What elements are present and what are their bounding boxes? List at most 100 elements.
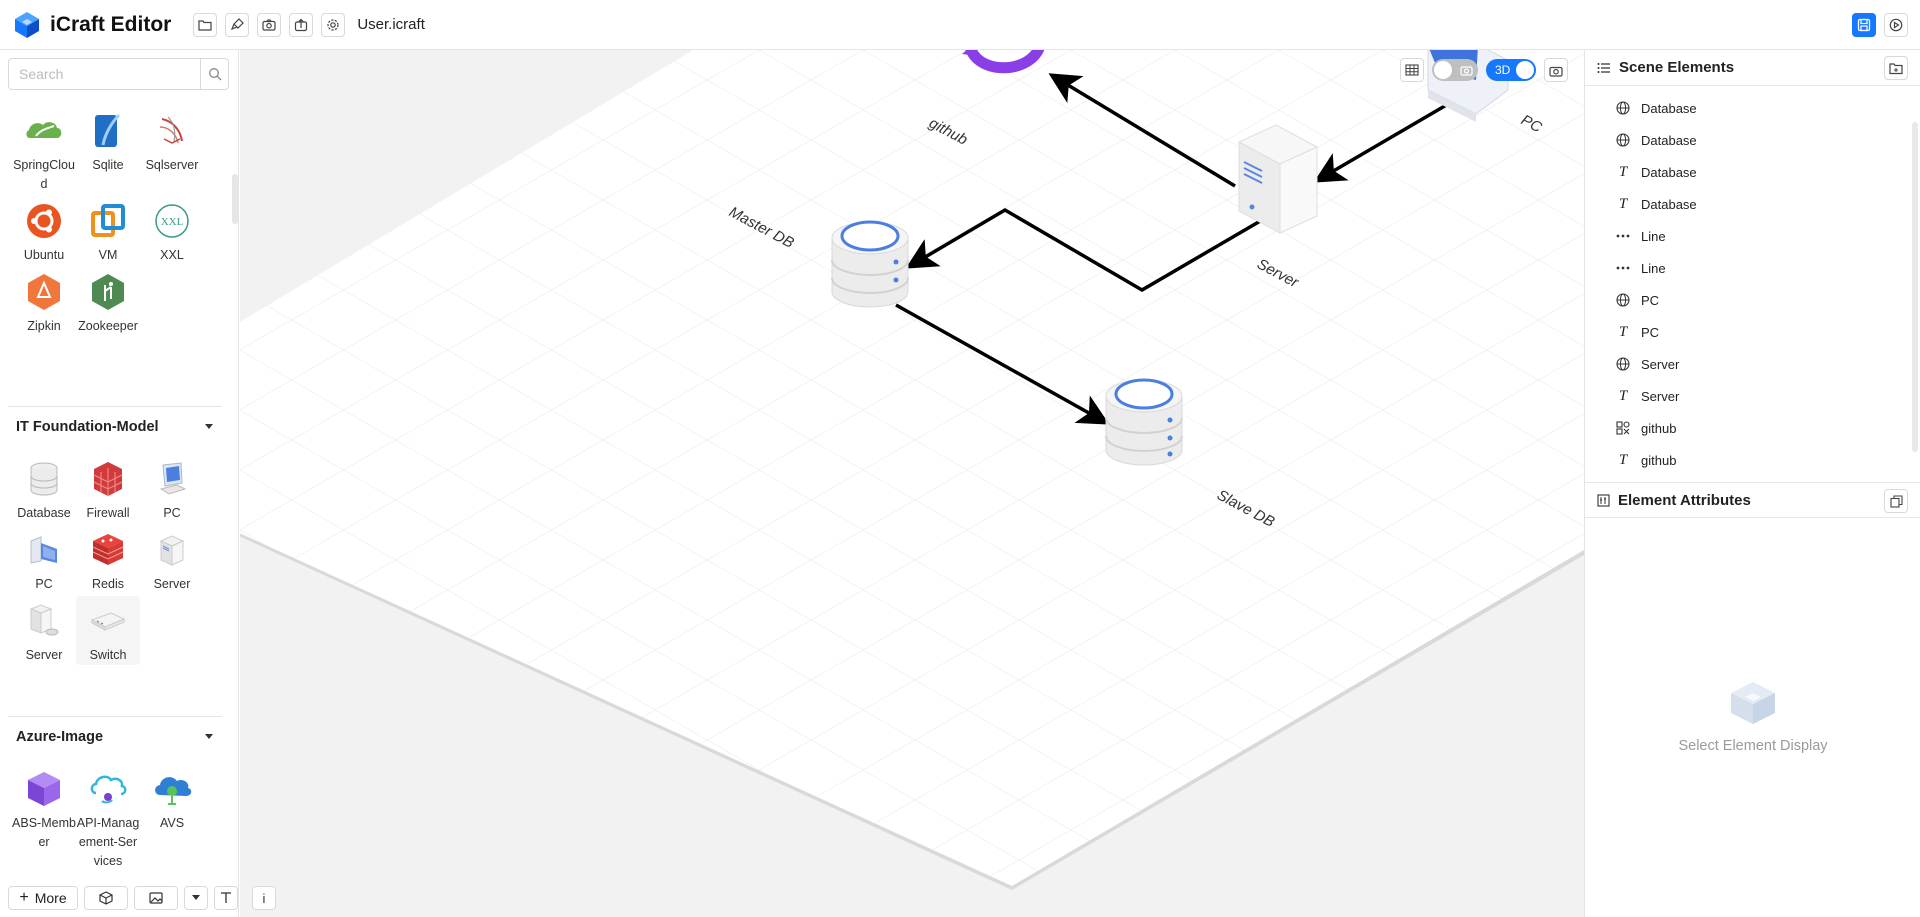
section-azure-image[interactable]: Azure-Image [8, 716, 222, 756]
search-box [8, 58, 229, 90]
search-input[interactable] [9, 59, 200, 89]
component-pc[interactable]: PC [140, 454, 204, 523]
preview-button[interactable] [1884, 13, 1908, 37]
line-server-to-master-db[interactable] [905, 207, 1263, 293]
line-master-to-slave-db[interactable] [895, 303, 1110, 425]
image-dropdown-button[interactable] [184, 886, 208, 910]
caret-down-icon [192, 895, 200, 900]
zookeeper-icon [92, 274, 124, 310]
component-abs-member[interactable]: ABS-Member [12, 764, 76, 871]
text-icon: T [1618, 451, 1628, 468]
sqlserver-icon [159, 116, 183, 144]
component-xxl[interactable]: XXL XXL [140, 196, 204, 265]
list-item[interactable]: PC [1585, 284, 1920, 316]
camera-toggle[interactable] [1432, 59, 1478, 81]
sqlite-icon [95, 113, 121, 147]
component-sqlserver[interactable]: Sqlserver [140, 106, 204, 194]
master-db-model[interactable] [831, 220, 909, 308]
info-button[interactable]: i [252, 886, 276, 910]
save-button[interactable] [1852, 13, 1876, 37]
grid-icon [1405, 64, 1419, 76]
settings-button[interactable] [321, 12, 346, 37]
component-server-2[interactable]: Server [12, 596, 76, 665]
zipkin-icon [28, 274, 60, 310]
component-api-management[interactable]: API-Management-Services [76, 764, 140, 871]
github-model[interactable] [962, 50, 1045, 74]
list-item[interactable]: Database [1585, 124, 1920, 156]
more-button[interactable]: + More [8, 886, 78, 910]
line-server-to-github[interactable] [1048, 73, 1236, 188]
canvas-screenshot-button[interactable] [1544, 58, 1568, 82]
ubuntu-icon [27, 204, 61, 238]
element-attributes-header: Element Attributes [1585, 482, 1920, 518]
export-button[interactable] [289, 12, 314, 37]
screenshot-button[interactable] [257, 12, 282, 37]
component-redis[interactable]: Redis [76, 525, 140, 594]
redis-icon [92, 534, 124, 565]
component-zookeeper[interactable]: Zookeeper [76, 267, 140, 336]
list-item[interactable]: github [1585, 412, 1920, 444]
section-it-foundation-model[interactable]: IT Foundation-Model [8, 406, 222, 446]
pc-icon [159, 462, 187, 495]
component-sidebar: SpringCloud Sqlite Sqlserver Ubuntu VM X… [0, 50, 239, 917]
component-pc-2[interactable]: PC [12, 525, 76, 594]
canvas-controls: 3D [1400, 58, 1568, 82]
add-text-button[interactable] [214, 886, 238, 910]
abs-member-icon [28, 772, 60, 806]
component-avs[interactable]: AVS [140, 764, 204, 871]
add-group-button[interactable] [1884, 56, 1908, 80]
play-icon [1889, 18, 1903, 32]
component-springcloud[interactable]: SpringCloud [12, 106, 76, 194]
search-button[interactable] [200, 59, 228, 89]
component-zipkin[interactable]: Zipkin [12, 267, 76, 336]
save-icon [1857, 18, 1871, 32]
sidebar-scrollbar[interactable] [232, 174, 238, 224]
3d-mode-toggle[interactable]: 3D [1486, 59, 1536, 81]
list-item[interactable]: Server [1585, 348, 1920, 380]
xxl-icon: XXL [155, 204, 189, 238]
add-image-button[interactable] [134, 886, 178, 910]
gear-icon [327, 18, 339, 31]
scene-canvas[interactable]: github PC Server Master DB [240, 50, 1584, 917]
globe-icon [1615, 101, 1631, 115]
brush-button[interactable] [225, 12, 250, 37]
image-icon [149, 892, 163, 904]
scene-3d-view[interactable]: github PC Server Master DB [240, 50, 1584, 917]
text-icon: T [1618, 163, 1628, 180]
grid-view-button[interactable] [1400, 58, 1424, 82]
component-database[interactable]: Database [12, 454, 76, 523]
brush-icon [231, 17, 245, 30]
list-item[interactable]: Database [1585, 92, 1920, 124]
component-firewall[interactable]: Firewall [76, 454, 140, 523]
component-switch[interactable]: Switch [76, 596, 140, 665]
add-model-button[interactable] [84, 886, 128, 910]
vm-icon [91, 204, 125, 237]
camera-icon [1549, 66, 1563, 77]
copy-attributes-button[interactable] [1884, 489, 1908, 513]
component-vm[interactable]: VM [76, 196, 140, 265]
camera-icon [1460, 66, 1473, 76]
line-pc-to-server[interactable] [1313, 98, 1456, 183]
pc-icon [30, 536, 57, 564]
app-title: iCraft Editor [50, 12, 172, 36]
globe-icon [1615, 133, 1631, 147]
text-icon [221, 892, 231, 903]
component-ubuntu[interactable]: Ubuntu [12, 196, 76, 265]
component-sqlite[interactable]: Sqlite [76, 106, 140, 194]
sidebar-bottom-toolbar: + More [8, 886, 238, 910]
list-item[interactable]: Line [1585, 252, 1920, 284]
open-folder-button[interactable] [193, 12, 218, 37]
component-server[interactable]: Server [140, 525, 204, 594]
server-model[interactable] [1237, 124, 1319, 234]
component-grid-azure: ABS-Member API-Management-Services AVS [12, 764, 216, 871]
list-item[interactable]: Line [1585, 220, 1920, 252]
scene-list-scrollbar[interactable] [1912, 122, 1918, 452]
slave-db-model[interactable] [1105, 378, 1183, 466]
